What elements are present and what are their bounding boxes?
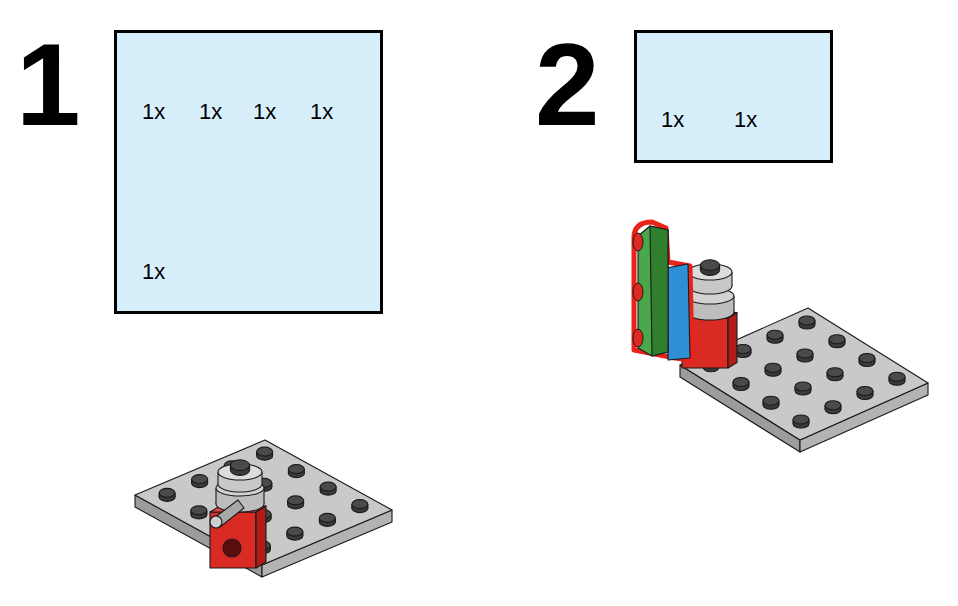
plate-1x3-green (650, 226, 668, 356)
plate-top (680, 308, 928, 440)
brick-1x1-red (210, 512, 256, 568)
parts-list-box: 1x 1x 1x 1x 1x (114, 30, 383, 314)
part-count: 1x (199, 101, 222, 123)
stud (763, 396, 779, 405)
stud (733, 378, 749, 387)
stud (825, 401, 841, 410)
stud (159, 488, 175, 497)
stud (857, 387, 873, 396)
stud (633, 283, 643, 301)
stud (633, 233, 643, 251)
part-count: 1x (734, 109, 757, 131)
stud (799, 316, 815, 325)
part-count: 1x (661, 109, 684, 131)
stud (829, 335, 845, 344)
model-step-1 (135, 440, 392, 577)
model-step-2 (633, 222, 928, 452)
stud (633, 329, 643, 347)
stud (230, 460, 249, 471)
part-count: 1x (253, 101, 276, 123)
parts-list-box: 1x 1x (634, 30, 833, 163)
brick-1x1-red (256, 506, 266, 568)
step-number: 1 (16, 27, 81, 143)
stud (827, 368, 843, 377)
stud (795, 382, 811, 391)
part-count: 1x (142, 261, 165, 283)
brick-1x1-red (728, 313, 737, 368)
stud (889, 372, 905, 381)
stud (793, 415, 809, 424)
stud (288, 465, 304, 474)
stud (859, 354, 875, 363)
stud (352, 500, 368, 509)
pin-hole (223, 539, 241, 557)
part-count: 1x (142, 101, 165, 123)
plate-1x2-blue (666, 264, 690, 360)
stud (765, 363, 781, 372)
stud (288, 496, 304, 505)
technic-pin (210, 516, 222, 528)
stud (192, 475, 208, 484)
new-parts-outline (634, 222, 692, 360)
stud (257, 447, 273, 456)
part-count: 1x (310, 101, 333, 123)
stud (319, 513, 335, 522)
stud (767, 330, 783, 339)
plate-side (135, 495, 262, 577)
stud (191, 506, 207, 515)
stud (287, 527, 303, 536)
step-number: 2 (535, 27, 600, 143)
stud (320, 482, 336, 491)
stud (797, 349, 813, 358)
stud (700, 260, 719, 271)
